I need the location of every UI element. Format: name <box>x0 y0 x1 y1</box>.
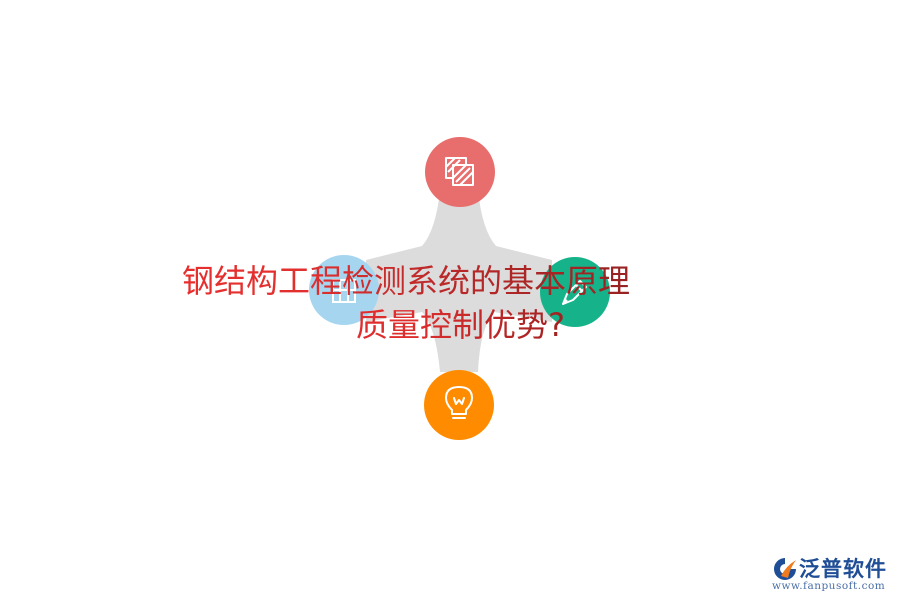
brand-logo-icon <box>774 558 796 580</box>
brand-watermark: 泛普软件 www.fanpusoft.com <box>772 552 896 598</box>
node-top <box>425 137 495 207</box>
cross-connector <box>366 190 552 372</box>
brand-url: www.fanpusoft.com <box>772 580 886 592</box>
node-bottom <box>424 370 494 440</box>
node-right <box>540 257 610 327</box>
page-title-line-2: 质量控制优势? <box>0 307 900 343</box>
node-right-circle <box>540 257 610 327</box>
lightbulb-icon <box>445 386 473 419</box>
building-icon <box>332 279 356 303</box>
node-bottom-circle <box>424 370 494 440</box>
pen-icon <box>562 280 587 305</box>
hatched-squares-icon <box>445 157 474 186</box>
page-title-line-1: 钢结构工程检测系统的基本原理 <box>0 263 900 299</box>
node-left <box>309 255 379 325</box>
brand-name: 泛普软件 <box>799 557 887 581</box>
